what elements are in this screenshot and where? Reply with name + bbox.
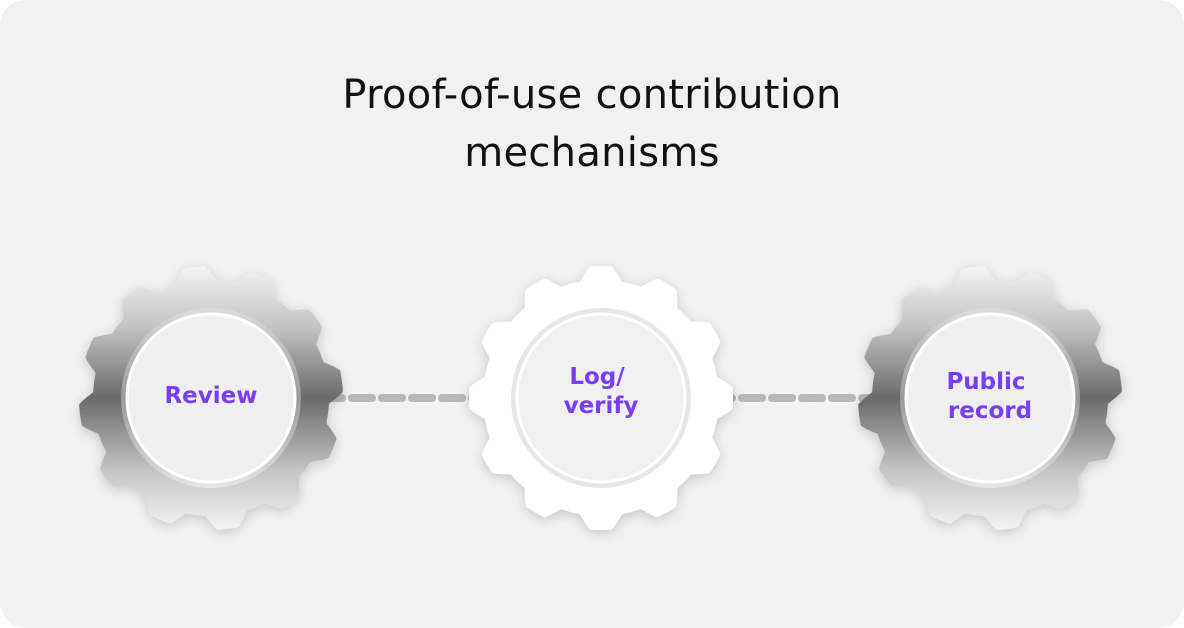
title-line-2: mechanisms [464, 130, 720, 176]
title-line-1: Proof-of-use contribution [342, 72, 842, 118]
page-title: Proof-of-use contribution mechanisms [0, 66, 1184, 182]
gear-hub [904, 312, 1076, 484]
node-label-public-record: Public record [946, 369, 1033, 424]
gear-hub [515, 312, 687, 484]
node-label-review: Review [164, 383, 257, 409]
node-label-log-verify: Log/ verify [564, 364, 639, 419]
gear-public-record: Public record [858, 266, 1122, 530]
gear-review: Review [79, 266, 343, 530]
gear-hub [125, 312, 297, 484]
gear-log-verify: Log/ verify [469, 266, 733, 530]
